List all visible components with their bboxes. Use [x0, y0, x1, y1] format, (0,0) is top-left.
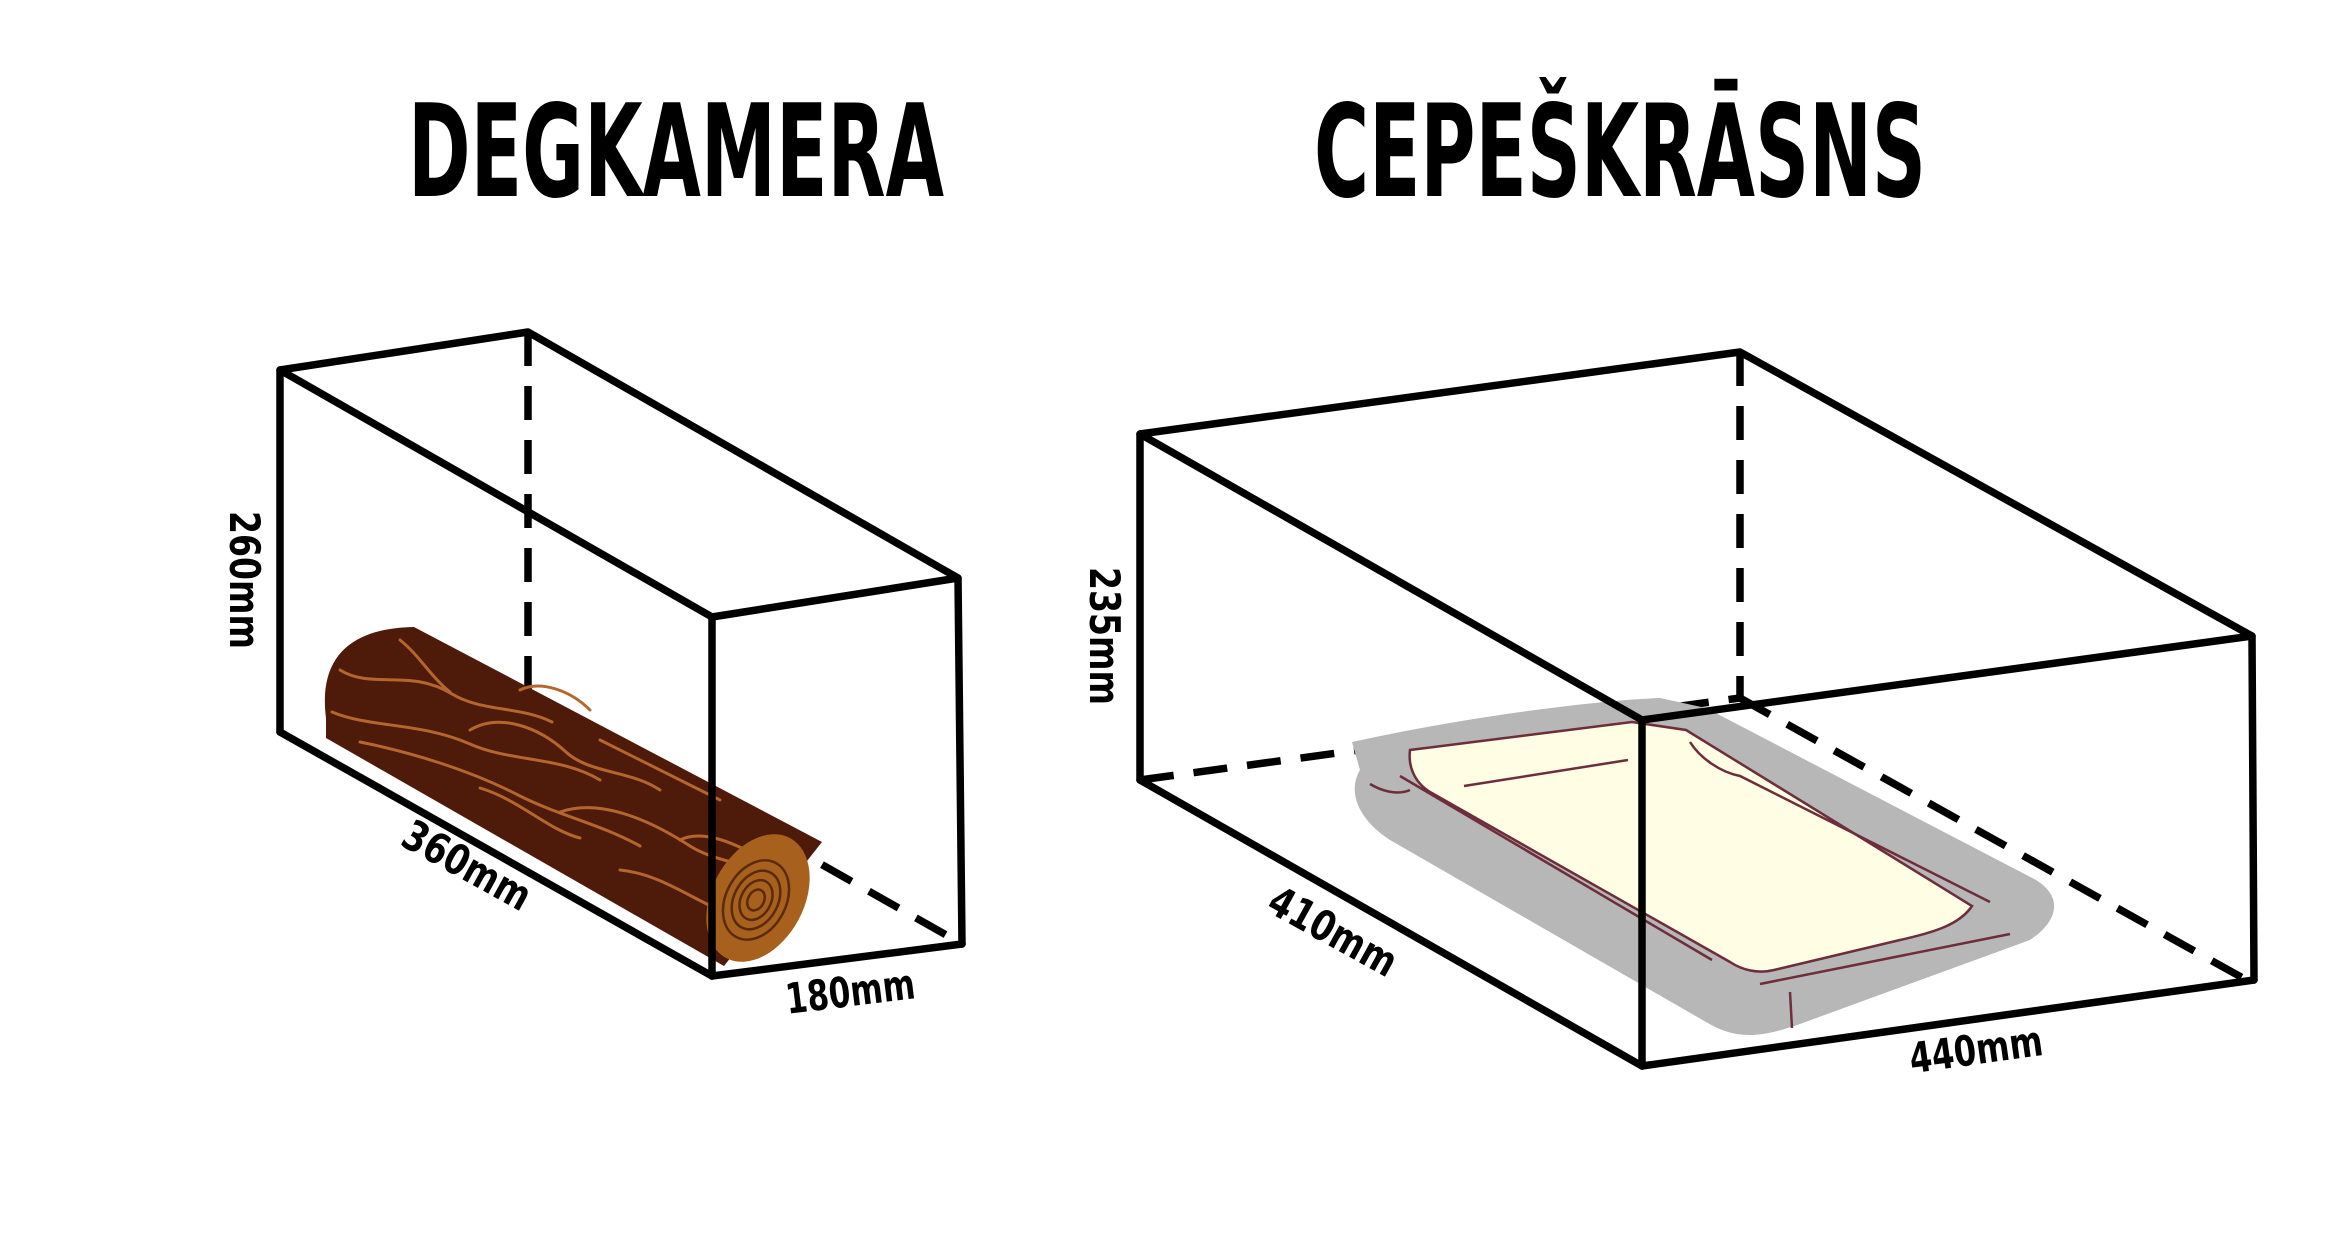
firebox-height-label: 260mm [220, 511, 269, 649]
oven-box-outline [1136, 348, 2258, 1070]
oven-panel: CEPEŠKRĀSNS [1080, 77, 2258, 1083]
firebox-title: DEGKAMERA [408, 78, 944, 227]
firebox-panel: DEGKAMERA [220, 78, 966, 1024]
oven-height-label: 235mm [1080, 567, 1129, 705]
oven-title: CEPEŠKRĀSNS [1314, 77, 1926, 227]
firebox-box-outline [276, 328, 966, 980]
firebox-hidden-edges [524, 332, 964, 948]
firebox-width-label: 180mm [783, 959, 918, 1023]
firewood-log-icon [324, 627, 822, 966]
baking-tray-icon [1352, 698, 2055, 1035]
